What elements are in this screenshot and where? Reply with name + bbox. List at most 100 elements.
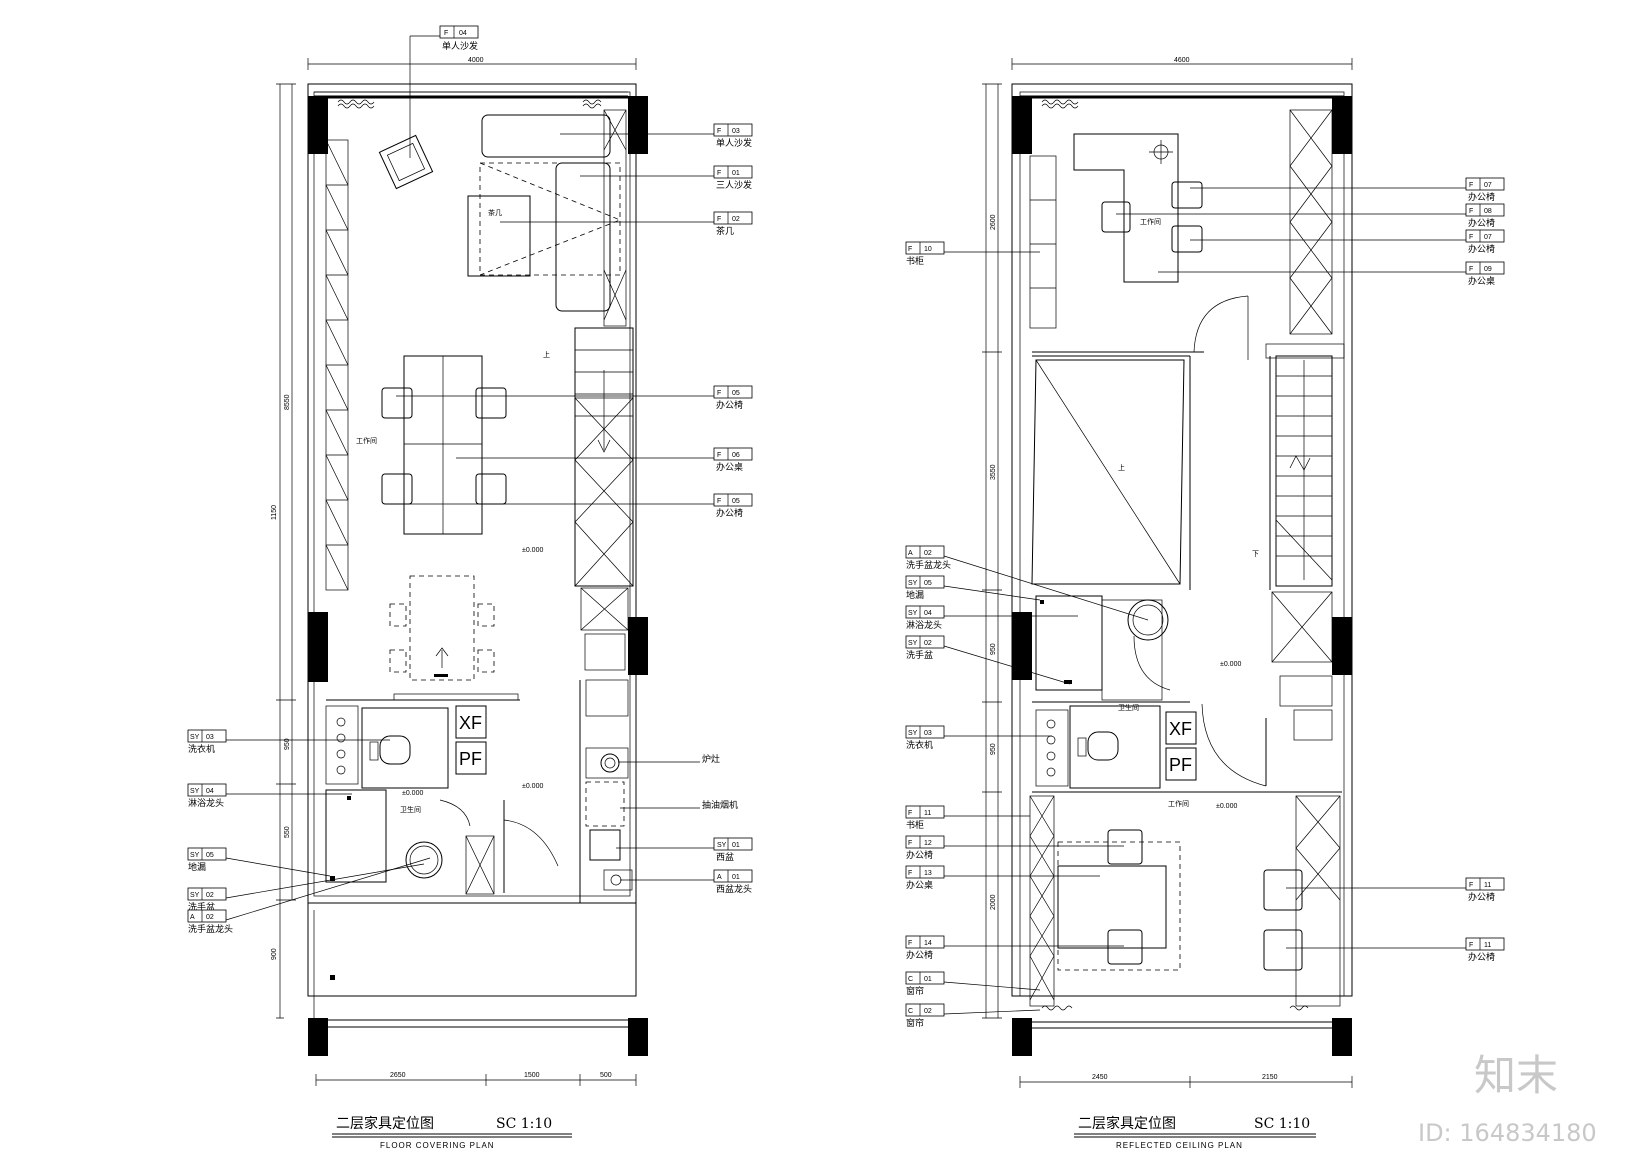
svg-text:工作间: 工作间 — [1168, 799, 1189, 808]
tag-code: F — [1469, 208, 1473, 215]
tag-num: 12 — [924, 840, 932, 847]
tag-num: 05 — [206, 852, 214, 859]
tag-code: SY — [908, 610, 918, 617]
tag-code: F — [908, 870, 912, 877]
tag-code: SY — [908, 730, 918, 737]
svg-text:4600: 4600 — [1174, 57, 1190, 64]
dim-left-5: 900 — [271, 948, 278, 960]
callout-tag: F 14 办公椅 — [905, 935, 1124, 960]
tag-label: 办公椅 — [1468, 891, 1495, 902]
plan-right: 工作间 上 下 XF PF 卫 — [982, 57, 1353, 1150]
tag-label: 书柜 — [906, 255, 924, 266]
plan-scale: SC 1:10 — [496, 1116, 552, 1132]
tag-label: 炉灶 — [702, 753, 720, 764]
tag-code: C — [908, 1008, 913, 1015]
svg-text:XF: XF — [1169, 719, 1192, 739]
tag-code: F — [717, 498, 721, 505]
tag-label: 书柜 — [906, 819, 924, 830]
tag-code: A — [190, 914, 195, 921]
watermark: 知末 ID: 164834180 — [1418, 1051, 1597, 1147]
tag-num: 01 — [732, 874, 740, 881]
tag-code: A — [717, 874, 722, 881]
svg-text:1500: 1500 — [524, 1072, 540, 1079]
sofa — [555, 162, 611, 312]
svg-text:2000: 2000 — [990, 894, 997, 910]
tag-label: 洗手盆龙头 — [906, 559, 951, 570]
tag-code: F — [1469, 882, 1473, 889]
tag-label: 洗衣机 — [906, 739, 933, 750]
svg-text:2600: 2600 — [990, 214, 997, 230]
tag-code: F — [908, 940, 912, 947]
tag-label: 办公椅 — [906, 949, 933, 960]
watermark-id: ID: 164834180 — [1418, 1119, 1597, 1147]
armchair — [378, 134, 434, 190]
tag-label: 办公椅 — [1468, 243, 1495, 254]
office-chair — [1263, 929, 1303, 971]
tag-num: 14 — [924, 940, 932, 947]
tag-label: 办公椅 — [1468, 191, 1495, 202]
svg-text:F: F — [444, 30, 448, 37]
tag-num: 02 — [206, 892, 214, 899]
tag-label: 茶几 — [716, 225, 734, 236]
svg-text:3550: 3550 — [990, 464, 997, 480]
tag-num: 07 — [1484, 234, 1492, 241]
tag-label: 办公椅 — [1468, 951, 1495, 962]
tag-num: 04 — [206, 788, 214, 795]
office-chair — [381, 387, 413, 419]
tag-code: SY — [190, 734, 200, 741]
svg-text:茶几: 茶几 — [488, 208, 502, 217]
tag-code: F — [717, 128, 721, 135]
tag-label: 办公桌 — [906, 879, 933, 890]
appliance-label-xf: XF — [459, 713, 482, 733]
tag-num: 03 — [732, 128, 740, 135]
appliance-xf — [1165, 711, 1197, 745]
tag-label: 洗手盆 — [188, 901, 215, 912]
tag-num: 08 — [1484, 208, 1492, 215]
dim-left-4: 550 — [284, 826, 291, 838]
callout-tag: 炉灶 — [618, 753, 720, 764]
svg-text:950: 950 — [990, 743, 997, 755]
column — [628, 96, 648, 154]
tag-num: 11 — [1484, 882, 1491, 889]
tag-num: 02 — [206, 914, 214, 921]
tag-label: 办公桌 — [716, 461, 743, 472]
tag-code: SY — [717, 842, 727, 849]
tag-label: 西盆 — [716, 851, 734, 862]
tag-num: 04 — [924, 610, 932, 617]
plan-title: 二层家具定位图 — [336, 1115, 434, 1132]
svg-text:950: 950 — [990, 643, 997, 655]
office-chair — [475, 387, 507, 419]
staircase — [574, 327, 634, 587]
stove — [600, 753, 620, 773]
appliance-label-pf: PF — [459, 749, 482, 769]
tag-label: 窗帘 — [906, 985, 924, 996]
tag-label: 洗手盆龙头 — [188, 923, 233, 934]
svg-text:下: 下 — [1252, 550, 1259, 558]
tag-num: 09 — [1484, 266, 1492, 273]
tag-num: 01 — [732, 170, 740, 177]
svg-text:±0.000: ±0.000 — [522, 783, 543, 790]
svg-text:±0.000: ±0.000 — [402, 790, 423, 797]
svg-text:04: 04 — [459, 30, 467, 37]
svg-text:2450: 2450 — [1092, 1074, 1108, 1081]
svg-text:±0.000: ±0.000 — [1220, 661, 1241, 668]
office-chair — [1171, 181, 1203, 209]
svg-text:二层家具定位图: 二层家具定位图 — [1078, 1115, 1176, 1132]
plan-subtitle: FLOOR COVERING PLAN — [380, 1141, 495, 1150]
callout-tag: A 02 洗手盆龙头 — [187, 857, 431, 934]
